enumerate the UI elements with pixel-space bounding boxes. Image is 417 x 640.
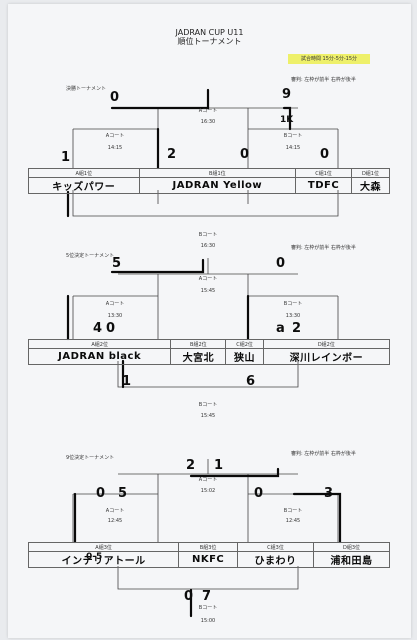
match-court: Aコート <box>105 133 125 139</box>
team-name: NKFC <box>178 551 239 568</box>
final-time: 15:45 <box>200 288 216 294</box>
time-tag: 試合時間 15分-5分-15分 <box>288 54 370 64</box>
referee-note: 審判: 左枠が前半 右枠が後半 <box>291 451 356 457</box>
group-header: C組3位 <box>237 542 314 552</box>
final-time: 15:02 <box>200 488 216 494</box>
group-header: A組2位 <box>27 339 172 349</box>
match-time: 13:30 <box>285 313 301 319</box>
match-time: 12:45 <box>107 518 123 524</box>
score-mid: 0-5 <box>86 552 103 562</box>
pk-mark: 1K <box>280 115 294 125</box>
match-court: Bコート <box>283 301 303 307</box>
team-name: 狭山 <box>225 348 264 365</box>
match-court: Aコート <box>105 301 125 307</box>
match-court: Bコート <box>283 508 303 514</box>
bracket-lines <box>66 88 342 618</box>
sheet: JADRAN CUP U11 順位トーナメント 試合時間 15分-5分-15分 <box>8 4 411 638</box>
match-time: 14:15 <box>107 145 123 151</box>
team-name: ひまわり <box>237 551 314 568</box>
team-table: A組2位 B組2位 C組2位 D組2位 JADRAN black 大宮北 狭山 … <box>27 339 391 365</box>
section-label: 9位決定トーナメント <box>66 455 115 461</box>
team-name: キッズパワー <box>28 177 140 194</box>
score: 5 <box>112 256 122 271</box>
final-court: Aコート <box>198 276 218 282</box>
score: 4 <box>93 321 103 336</box>
group-header: B組2位 <box>170 339 227 349</box>
group-header: D組3位 <box>312 542 391 552</box>
score: 1 <box>122 374 132 389</box>
score: 0 <box>110 90 120 105</box>
score: 0 <box>240 147 250 162</box>
team-name: インテリアトール <box>27 551 180 568</box>
team-name: 大森 <box>350 177 391 194</box>
match-time: 16:30 <box>200 243 216 249</box>
team-name: JADRAN black <box>27 348 172 365</box>
referee-note: 審判: 左枠が前半 右枠が後半 <box>291 77 356 83</box>
team-name: 大宮北 <box>170 348 227 365</box>
score: 2 <box>292 321 302 336</box>
score: 0 <box>96 486 106 501</box>
match-court: Bコート <box>198 402 218 408</box>
section-label: 決勝トーナメント <box>66 86 107 92</box>
score: a <box>276 321 285 336</box>
score: 9 <box>282 87 292 102</box>
match-time: 13:30 <box>107 313 123 319</box>
team-name: TDFC <box>295 177 352 194</box>
match-court: Bコート <box>198 605 218 611</box>
match-court: Bコート <box>283 133 303 139</box>
match-time: 15:45 <box>200 413 216 419</box>
score: 0 <box>276 256 286 271</box>
score: 6 <box>246 374 256 389</box>
referee-note: 審判: 左枠が前半 右枠が後半 <box>291 245 356 251</box>
team-name: 深川レインボー <box>262 348 391 365</box>
final-time: 16:30 <box>200 119 216 125</box>
match-time: 15:00 <box>200 618 216 624</box>
match-time: 12:45 <box>285 518 301 524</box>
team-name: 浦和田島 <box>312 551 391 568</box>
page-title: JADRAN CUP U11 <box>175 28 244 37</box>
score: 2 <box>186 458 196 473</box>
score: 0 <box>254 486 264 501</box>
group-header: C組2位 <box>225 339 264 349</box>
team-table: A組1位 B組1位 C組1位 D組1位 キッズパワー JADRAN Yellow… <box>28 168 391 194</box>
match-court: Aコート <box>105 508 125 514</box>
score: 3 <box>324 486 334 501</box>
score: 5 <box>118 486 128 501</box>
team-table: A組3位 B組3位 C組3位 D組3位 インテリアトール NKFC ひまわり 浦… <box>27 542 391 568</box>
score: 0 <box>184 589 194 604</box>
group-header: D組2位 <box>262 339 391 349</box>
final-court: Aコート <box>198 108 218 114</box>
match-time: 14:15 <box>285 145 301 151</box>
final-court: Aコート <box>198 477 218 483</box>
group-header: C組1位 <box>295 168 352 178</box>
score: 2 <box>167 147 177 162</box>
group-header: D組1位 <box>350 168 391 178</box>
section-label: 5位決定トーナメント <box>66 253 115 259</box>
group-header: A組3位 <box>27 542 180 552</box>
match-court: Bコート <box>198 232 218 238</box>
score: 7 <box>202 589 212 604</box>
score: 1 <box>61 150 71 165</box>
score: 1 <box>214 458 224 473</box>
score: 0 <box>106 321 116 336</box>
score: 0 <box>320 147 330 162</box>
group-header: B組3位 <box>178 542 239 552</box>
page-subtitle: 順位トーナメント <box>177 37 242 46</box>
team-name: JADRAN Yellow <box>138 177 297 194</box>
group-header: B組1位 <box>138 168 297 178</box>
group-header: A組1位 <box>28 168 140 178</box>
